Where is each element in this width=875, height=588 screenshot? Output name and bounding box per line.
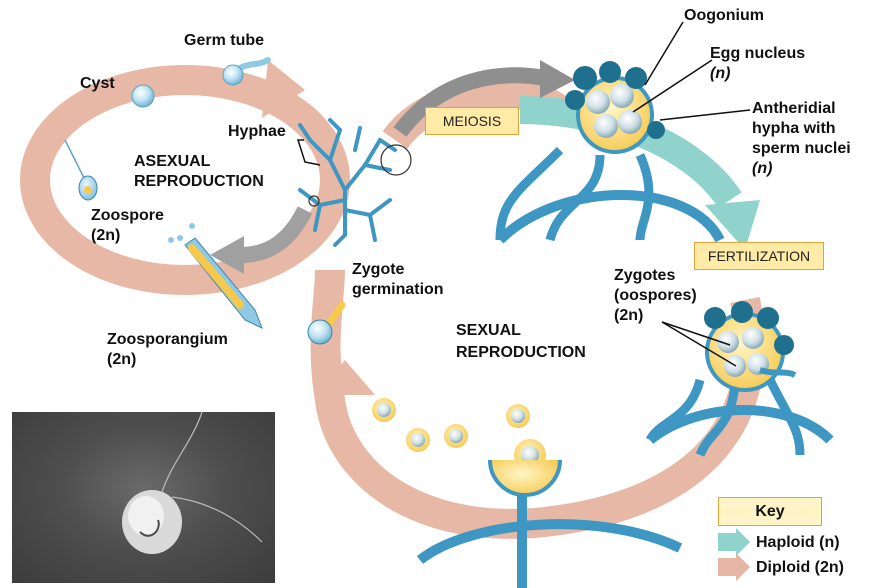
antheridial-label-1: Antheridial bbox=[752, 100, 836, 117]
hyphae-detail-circle bbox=[380, 144, 412, 176]
hyphae-label: Hyphae bbox=[228, 123, 286, 140]
zoospore-ploidy: (2n) bbox=[91, 227, 121, 244]
egg-nucleus-ploidy: (n) bbox=[710, 65, 731, 82]
zygote-germination-cell bbox=[307, 301, 346, 345]
zygotes-structure bbox=[645, 301, 834, 457]
asexual-cycle-arrow bbox=[20, 60, 350, 295]
germinating-oogonium bbox=[416, 459, 683, 588]
zoosporangium-ploidy: (2n) bbox=[107, 351, 137, 368]
germ-tube-cell bbox=[222, 57, 271, 86]
haploid-swatch bbox=[718, 528, 750, 556]
zoospore-cell bbox=[64, 139, 98, 201]
zygotes-ploidy: (2n) bbox=[614, 307, 644, 324]
gray-arrows bbox=[210, 60, 575, 274]
released-oospores bbox=[372, 398, 546, 471]
cyst-cell bbox=[131, 84, 155, 108]
zygote-germination-label-2: germination bbox=[352, 281, 444, 298]
meiosis-box: MEIOSIS bbox=[425, 107, 519, 135]
asexual-reproduction-label-2: REPRODUCTION bbox=[134, 173, 264, 190]
zoospore-label: Zoospore bbox=[91, 207, 164, 224]
hyphae-small-circle bbox=[308, 195, 320, 207]
asexual-reproduction-label-1: ASEXUAL bbox=[134, 153, 211, 170]
zygotes-label-2: (oospores) bbox=[614, 287, 697, 304]
hyphae-mycelium bbox=[298, 118, 397, 247]
key-diploid-label: Diploid (2n) bbox=[756, 559, 844, 576]
oogonium-structure bbox=[495, 61, 725, 244]
zoosporangium-cell bbox=[168, 223, 263, 329]
antheridial-ploidy: (n) bbox=[752, 160, 773, 177]
antheridial-label-2: hypha with bbox=[752, 120, 836, 137]
fertilization-box: FERTILIZATION bbox=[694, 242, 824, 270]
zygotes-label-1: Zygotes bbox=[614, 267, 676, 284]
zygote-germination-label-1: Zygote bbox=[352, 261, 405, 278]
zoosporangium-label: Zoosporangium bbox=[107, 331, 228, 348]
antheridial-label-3: sperm nuclei bbox=[752, 140, 851, 157]
oogonium-label: Oogonium bbox=[684, 7, 764, 24]
cyst-label: Cyst bbox=[80, 75, 115, 92]
germ-tube-label: Germ tube bbox=[184, 32, 265, 49]
key-haploid-label: Haploid (n) bbox=[756, 534, 840, 551]
sexual-reproduction-label-1: SEXUAL bbox=[456, 322, 521, 339]
diploid-swatch bbox=[718, 553, 750, 581]
leader-lines bbox=[296, 21, 751, 367]
sexual-reproduction-label-2: REPRODUCTION bbox=[456, 344, 586, 361]
key-title: Key bbox=[718, 497, 822, 526]
zoospore-micrograph bbox=[12, 411, 275, 583]
egg-nucleus-label: Egg nucleus bbox=[710, 45, 806, 62]
key-swatches bbox=[718, 528, 750, 581]
